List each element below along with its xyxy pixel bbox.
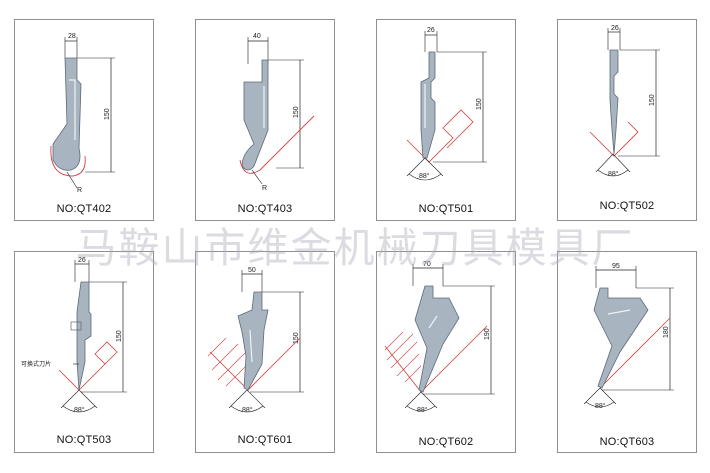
height-label: 150: [104, 108, 111, 120]
guide-line: [589, 121, 639, 157]
tool-drawing-qt403: 40 150 R: [239, 33, 315, 192]
punch-body: [52, 57, 82, 171]
tool-model-label: NO:QT402: [56, 203, 112, 215]
width-label: 95: [612, 263, 620, 270]
tool-drawing-qt402: 28 150 R: [50, 33, 115, 194]
height-label: 150: [116, 330, 123, 342]
height-label: 150: [649, 94, 656, 106]
angle-label: 88°: [242, 406, 253, 414]
punch-body: [593, 287, 649, 389]
tool-drawing-qt502: 26 150 88°: [589, 25, 660, 178]
tool-model-label: NO:QT502: [599, 200, 655, 212]
punch-body: [414, 285, 460, 393]
tool-card-qt602: 70 190 88° NO:QT602: [376, 251, 516, 453]
tool-card-qt503: 26 150 可换式刀片 88° NO:QT503: [14, 251, 154, 453]
tool-model-label: NO:QT603: [599, 436, 655, 448]
height-label: 150: [293, 106, 300, 118]
tool-card-qt403: 40 150 R NO:QT403: [195, 19, 335, 221]
tool-card-qt402: 28 150 R NO:QT402: [14, 19, 154, 221]
angle-label: 88°: [595, 402, 606, 410]
hatch-lines: [384, 331, 422, 383]
width-label: 26: [78, 257, 86, 264]
punch-body: [76, 281, 92, 391]
tool-model-label: NO:QT601: [237, 434, 293, 446]
width-label: 28: [68, 33, 76, 40]
angle-label: 88°: [608, 170, 619, 178]
angle-label: 88°: [74, 406, 85, 414]
radius-arc: [50, 145, 86, 177]
guide-line: [406, 109, 474, 163]
punch-body: [237, 291, 269, 391]
guide-line: [239, 115, 315, 174]
height-label: 150: [293, 332, 300, 344]
guide-line: [58, 341, 118, 391]
replaceable-blade-note: 可换式刀片: [21, 360, 51, 368]
radius-label: R: [262, 185, 267, 192]
tool-model-label: NO:QT403: [237, 203, 293, 215]
tool-drawing-qt601: 50 150 88°: [207, 267, 304, 414]
punch-body: [420, 51, 436, 159]
height-label: 190: [484, 328, 491, 340]
width-label: 50: [248, 267, 256, 274]
tool-drawing-qt603: 95 180 88°: [583, 263, 674, 410]
width-label: 70: [423, 261, 431, 268]
tool-card-qt501: 26 150 88° NO:QT501: [376, 19, 516, 221]
width-label: 26: [427, 27, 435, 34]
tool-drawing-qt501: 26 150 88°: [406, 27, 487, 181]
hatch-lines: [207, 337, 249, 387]
angle-label: 88°: [417, 406, 428, 414]
tool-drawing-qt602: 70 190 88°: [384, 261, 495, 414]
angle-label: 88°: [419, 172, 430, 180]
tool-card-qt601: 50 150 88° NO:QT601: [195, 251, 335, 453]
tool-model-label: NO:QT501: [418, 203, 474, 215]
height-label: 150: [476, 98, 483, 110]
radius-label: R: [77, 187, 82, 194]
tool-card-qt502: 26 150 88° NO:QT502: [557, 19, 697, 221]
tool-card-qt603: 95 180 88° NO:QT603: [557, 251, 697, 453]
height-label: 180: [663, 326, 670, 338]
blade-clamp: [70, 321, 82, 331]
width-label: 26: [611, 25, 619, 32]
tool-model-label: NO:QT503: [56, 434, 112, 446]
width-label: 40: [253, 33, 261, 40]
tool-drawing-qt503: 26 150 可换式刀片 88°: [21, 257, 127, 414]
guide-line: [599, 317, 671, 389]
tool-model-label: NO:QT602: [418, 436, 474, 448]
punch-body: [609, 49, 619, 155]
